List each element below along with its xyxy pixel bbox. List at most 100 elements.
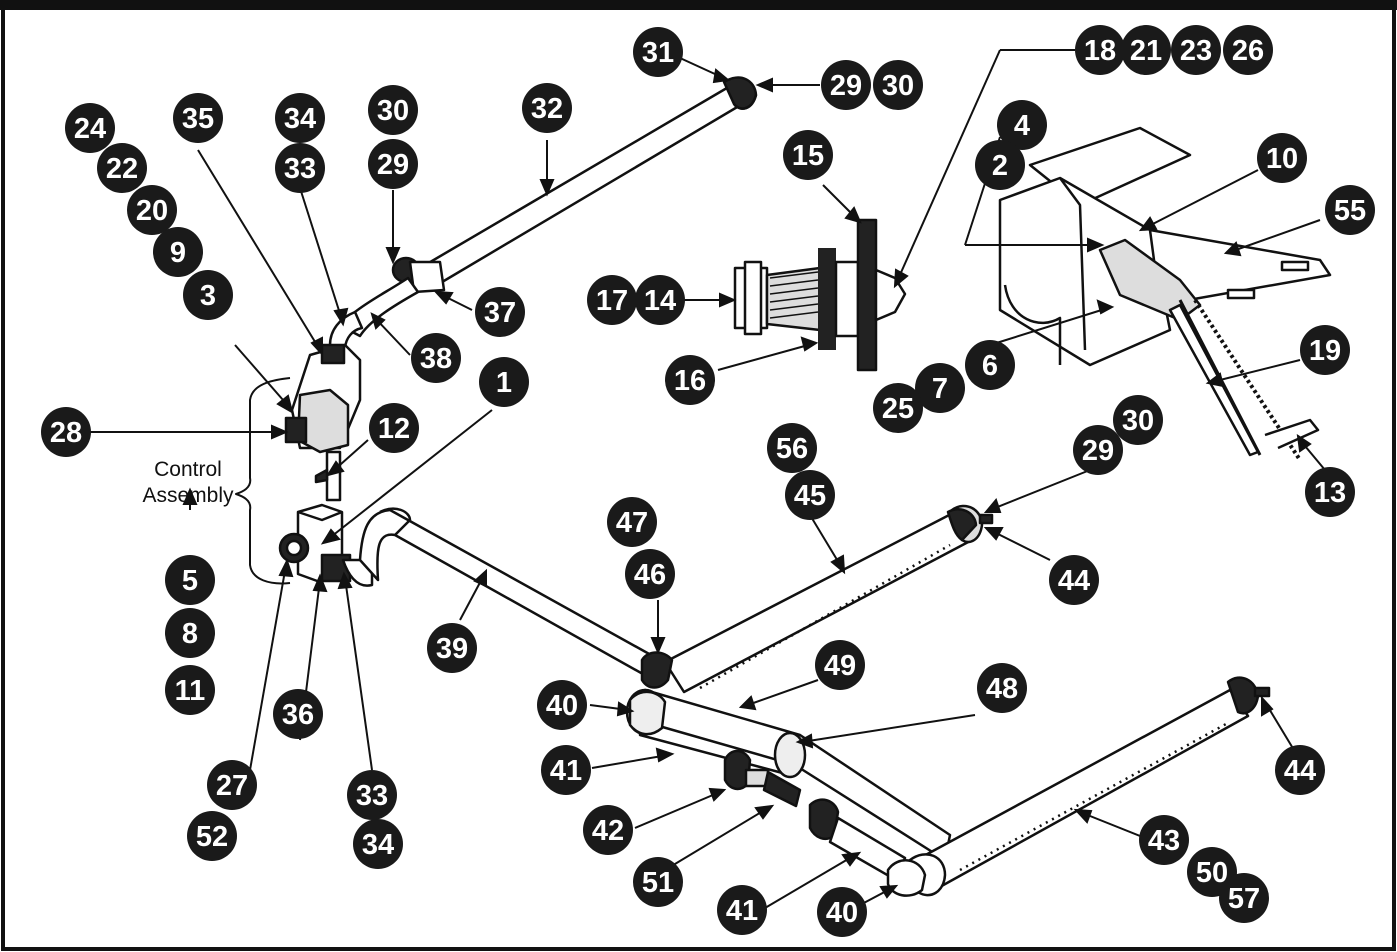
callout-c26: 26 — [1223, 25, 1273, 75]
callout-c23: 23 — [1171, 25, 1221, 75]
callout-c19: 19 — [1300, 325, 1350, 375]
callout-number: 31 — [642, 37, 674, 69]
callout-circle — [783, 130, 833, 180]
callout-circle — [665, 355, 715, 405]
callout-c38: 38 — [411, 333, 461, 383]
callout-c16: 16 — [665, 355, 715, 405]
callout-circle — [65, 103, 115, 153]
callout-c4: 4 — [997, 100, 1047, 150]
callout-c49: 49 — [815, 640, 865, 690]
callout-c57: 57 — [1219, 873, 1269, 923]
callout-circle — [633, 857, 683, 907]
callout-c47: 47 — [607, 497, 657, 547]
callout-circle — [275, 93, 325, 143]
pilot-bracket — [998, 126, 1332, 462]
callout-circle — [541, 745, 591, 795]
callout-circle — [873, 383, 923, 433]
callout-number: 46 — [634, 559, 666, 591]
callout-circle — [173, 93, 223, 143]
callout-circle — [1113, 395, 1163, 445]
callout-number: 19 — [1309, 335, 1341, 367]
callout-c55: 55 — [1325, 185, 1375, 235]
callout-number: 18 — [1084, 35, 1116, 67]
callout-number: 55 — [1334, 195, 1366, 227]
callout-circle — [635, 275, 685, 325]
callout-c14: 14 — [635, 275, 685, 325]
callout-c27: 27 — [207, 760, 257, 810]
callout-number: 57 — [1228, 883, 1260, 915]
callout-circle — [975, 140, 1025, 190]
callout-c46: 46 — [625, 549, 675, 599]
callout-number: 49 — [824, 650, 856, 682]
callout-c11: 11 — [165, 665, 215, 715]
callout-c42: 42 — [583, 805, 633, 855]
callout-circle — [625, 549, 675, 599]
header-bar — [0, 0, 1397, 10]
callout-circle — [997, 100, 1047, 150]
callout-c39: 39 — [427, 623, 477, 673]
callout-c56: 56 — [767, 423, 817, 473]
callout-number: 41 — [726, 895, 758, 927]
callout-circle — [785, 470, 835, 520]
callout-number: 44 — [1284, 755, 1316, 787]
callout-number: 34 — [362, 829, 394, 861]
callout-number: 48 — [986, 673, 1018, 705]
callout-c52: 52 — [187, 811, 237, 861]
callout-circle — [275, 143, 325, 193]
callout-number: 47 — [616, 507, 648, 539]
callout-c40a: 40 — [537, 680, 587, 730]
burner-lower — [886, 676, 1271, 897]
callout-circle — [273, 689, 323, 739]
callout-circle — [479, 357, 529, 407]
callout-circle — [817, 887, 867, 937]
callout-c30b: 30 — [368, 85, 418, 135]
callout-circle — [522, 83, 572, 133]
callout-number: 56 — [776, 433, 808, 465]
callout-number: 37 — [484, 297, 516, 329]
callout-circle — [873, 60, 923, 110]
callout-number: 30 — [377, 95, 409, 127]
manifold-bars — [625, 688, 952, 882]
callout-number: 20 — [136, 195, 168, 227]
callout-circle — [347, 770, 397, 820]
callout-c13: 13 — [1305, 467, 1355, 517]
callout-number: 9 — [170, 237, 186, 269]
callout-number: 32 — [531, 93, 563, 125]
callout-c10: 10 — [1257, 133, 1307, 183]
callout-circle — [1275, 745, 1325, 795]
callout-number: 38 — [420, 343, 452, 375]
callout-number: 11 — [175, 675, 206, 707]
callout-c40b: 40 — [817, 887, 867, 937]
callout-circle — [607, 497, 657, 547]
callout-number: 27 — [216, 770, 248, 802]
callout-c12: 12 — [369, 403, 419, 453]
callout-circle — [815, 640, 865, 690]
callout-circle — [427, 623, 477, 673]
callout-c48: 48 — [977, 663, 1027, 713]
callout-circle — [1049, 555, 1099, 605]
callout-circle — [41, 407, 91, 457]
callout-circle — [1257, 133, 1307, 183]
callout-c22: 22 — [97, 143, 147, 193]
callout-number: 30 — [882, 70, 914, 102]
callout-number: 12 — [378, 413, 410, 445]
callout-number: 13 — [1314, 477, 1346, 509]
callout-circle — [1305, 467, 1355, 517]
callout-c21: 21 — [1121, 25, 1171, 75]
callout-circle — [369, 403, 419, 453]
callout-circle — [97, 143, 147, 193]
callout-c25: 25 — [873, 383, 923, 433]
callout-circle — [767, 423, 817, 473]
callout-number: 45 — [794, 480, 826, 512]
callout-circle — [1139, 815, 1189, 865]
callout-number: 40 — [826, 897, 858, 929]
callout-number: 23 — [1180, 35, 1212, 67]
callout-c41a: 41 — [541, 745, 591, 795]
callout-number: 17 — [596, 285, 628, 317]
callout-number: 16 — [674, 365, 706, 397]
callout-number: 22 — [106, 153, 138, 185]
callout-number: 4 — [1014, 110, 1030, 142]
callout-number: 8 — [182, 618, 198, 650]
callout-number: 41 — [550, 755, 582, 787]
